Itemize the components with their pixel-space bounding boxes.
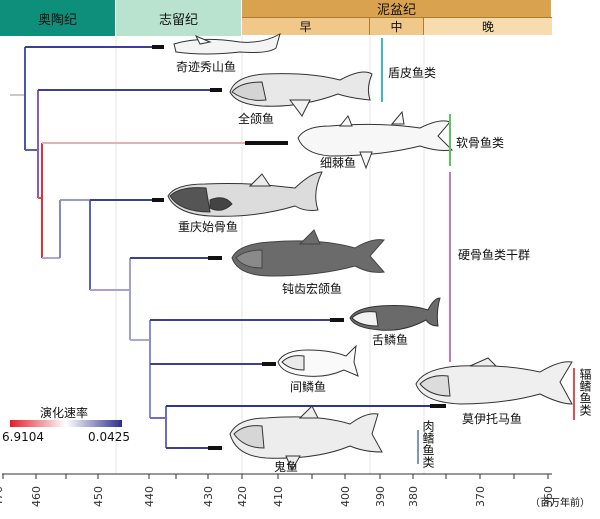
fish-entelognathus (229, 71, 373, 117)
epoch-early: 早 (242, 17, 370, 35)
fish-eosteus (167, 171, 323, 217)
rate-legend-bar (10, 420, 122, 427)
taxon-label-lophosteus: 舌鳞鱼 (372, 333, 409, 347)
taxon-label-entelognathus: 全颌鱼 (238, 112, 275, 126)
fish-guiyu (229, 405, 383, 472)
period-label: 志留纪 (158, 12, 198, 28)
period-label: 泥盆纪 (376, 3, 416, 18)
fish-megamastax (231, 229, 385, 277)
period-label: 奥陶纪 (37, 12, 77, 28)
rate-legend-max: 0.0425 (88, 430, 130, 444)
group-brackets (381, 38, 575, 464)
taxon-label-megamastax: 钝齿宏颌鱼 (282, 282, 343, 296)
axis-unit-label: （百万年前） (530, 498, 590, 509)
axis-tick-label: 450 (92, 486, 105, 507)
epoch-label: 晚 (481, 20, 494, 34)
period-silurian: 志留纪 (116, 0, 242, 36)
group-label-stem-osteichthyans: 硬骨鱼类干群 (458, 248, 531, 262)
epoch-label: 中 (390, 20, 403, 34)
fish-lophosteus (349, 297, 441, 331)
fish-acanthodes (297, 110, 454, 170)
taxon-label-andreolepis: 间鳞鱼 (290, 380, 327, 394)
group-label-actinopterygians: 辐鳍鱼类 (578, 368, 592, 416)
taxon-range-bars (152, 45, 446, 450)
taxon-label-eosteus: 重庆始骨鱼 (178, 220, 239, 234)
taxon-label-xiushanosteus: 奇迹秀山鱼 (176, 60, 237, 74)
axis-tick-label: 420 (236, 486, 249, 507)
period-ordovician: 奥陶纪 (0, 0, 116, 36)
axis-tick-label: 380 (407, 486, 420, 507)
axis-tick-label: 390 (374, 486, 387, 507)
time-axis (2, 473, 552, 479)
axis-tick-label: 470 (0, 486, 5, 507)
axis-tick-label: 430 (202, 486, 215, 507)
group-label-sarcopterygians: 肉鳍鱼类 (421, 420, 435, 468)
rate-legend-title: 演化速率 (40, 406, 89, 420)
epoch-label: 早 (299, 20, 312, 34)
taxon-label-moythomasia: 莫伊托马鱼 (462, 412, 523, 426)
axis-tick-label: 460 (30, 486, 43, 507)
fish-moythomasia (415, 357, 573, 405)
axis-tick-label: 370 (474, 486, 487, 507)
axis-tick-label: 440 (143, 486, 156, 507)
axis-tick-label: 400 (339, 486, 352, 507)
rate-legend-min: 6.9104 (2, 430, 44, 444)
axis-tick-label: 410 (272, 486, 285, 507)
fish-xiushanosteus (173, 32, 281, 55)
group-label-chondrichthyans: 软骨鱼类 (456, 136, 505, 150)
taxon-label-guiyu: 鬼鱼 (274, 460, 299, 474)
epoch-late: 晚 (424, 17, 552, 35)
fish-andreolepis (277, 344, 359, 377)
epoch-middle: 中 (370, 17, 424, 35)
tree-branches (10, 46, 430, 449)
period-devonian: 泥盆纪 (242, 0, 552, 18)
group-label-placoderms: 盾皮鱼类 (388, 66, 437, 80)
taxon-label-acanthodes: 细棘鱼 (320, 156, 357, 170)
